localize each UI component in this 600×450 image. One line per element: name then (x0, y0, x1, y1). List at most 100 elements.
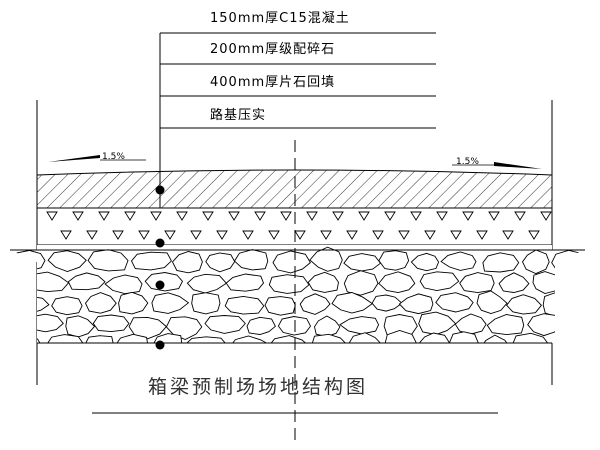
rubble-stone (10, 249, 46, 272)
gravel-triangle (60, 230, 72, 240)
rubble-stone (552, 335, 585, 343)
rubble-stone (398, 293, 434, 315)
rubble-stone (233, 249, 269, 271)
gravel-triangle (398, 230, 410, 240)
slope-left: 1.5% (48, 152, 146, 162)
gravel-triangle (488, 211, 500, 221)
rubble-stone (65, 315, 96, 338)
rubble-stone (171, 251, 203, 274)
rubble-stone (542, 291, 575, 318)
rubble-stone (587, 251, 600, 272)
gravel-triangle (358, 211, 370, 221)
rubble-stone (246, 316, 276, 335)
rubble-stone (378, 250, 410, 271)
rubble-stone (128, 316, 168, 340)
rubble-stone (486, 314, 525, 336)
gravel-triangle (280, 211, 292, 221)
rubble-stone (104, 274, 143, 295)
gravel-triangle (410, 211, 422, 221)
gravel-triangle (320, 230, 332, 240)
gravel-triangle (268, 230, 280, 240)
gravel-triangle (436, 211, 448, 221)
gravel-triangle (528, 230, 540, 240)
gravel-triangle (138, 230, 150, 240)
gravel-triangle (72, 211, 84, 221)
rubble-stone (272, 250, 311, 274)
rubble-stone (92, 314, 130, 333)
slope-arrow-left-icon (48, 155, 100, 162)
gravel-triangle (112, 230, 124, 240)
rubble-stone (144, 272, 184, 292)
gravel-triangle (384, 211, 396, 221)
gravel-triangle (164, 230, 176, 240)
leader-dot-subgrade (155, 340, 165, 350)
rubble-stone (267, 335, 311, 343)
layer-label-subgrade: 路基压实 (210, 107, 266, 123)
rubble-stone (418, 311, 457, 336)
rubble-stone (506, 294, 543, 315)
rubble-stone (186, 273, 227, 294)
diagram-caption: 箱梁预制场场地结构图 (148, 376, 368, 398)
gravel-triangle (424, 230, 436, 240)
rubble-stone (512, 332, 549, 343)
rubble-stone (481, 334, 511, 343)
rubble-stone (331, 292, 374, 314)
rubble-stone (410, 252, 440, 272)
rubble-stone (343, 270, 379, 296)
rubble-stone (559, 274, 585, 296)
rubble-stone (339, 316, 380, 335)
gravel-triangle (294, 230, 306, 240)
gravel-triangle (86, 230, 98, 240)
gravel-triangle (98, 211, 110, 221)
gravel-triangle (176, 211, 188, 221)
rubble-stone (551, 249, 585, 276)
gravel-triangle (190, 230, 202, 240)
rubble-stone (448, 331, 479, 343)
rubble-stone (532, 271, 561, 294)
rubble-stone (347, 332, 383, 343)
rubble-stone (151, 292, 190, 314)
rubble-stone (343, 253, 382, 272)
gravel-triangle (332, 211, 344, 221)
rubble-stone (184, 336, 228, 343)
rubble-stone (418, 332, 451, 343)
gravel-triangle (46, 211, 58, 221)
gravel-triangle (228, 211, 240, 221)
leader-dot-gravel (155, 238, 165, 248)
layer-label-gravel: 200mm厚级配碎石 (210, 42, 335, 57)
layer-label-rubble: 400mm厚片石回填 (210, 75, 335, 90)
gravel-triangle (216, 230, 228, 240)
rubble-stone (498, 272, 530, 293)
leader-dot-rubble (155, 280, 165, 290)
slope-right: 1.5% (452, 157, 542, 169)
rubble-stone (299, 293, 331, 315)
rubble-stone (527, 313, 562, 337)
rubble-stone (419, 271, 460, 292)
rubble-stone (204, 315, 246, 334)
rubble-stone (87, 249, 129, 272)
rubble-stone (84, 292, 117, 314)
rubble-stone (47, 250, 87, 272)
rubble-stone (224, 295, 265, 315)
gravel-triangle (150, 211, 162, 221)
rubble-stone (476, 290, 508, 314)
rubble-stone (113, 333, 149, 343)
gravel-triangle (462, 211, 474, 221)
layer-label-concrete: 150mm厚C15混凝土 (210, 10, 350, 26)
gravel-triangle (346, 230, 358, 240)
rubble-stone (482, 252, 520, 273)
rubble-stone (84, 335, 114, 343)
rubble-stone (264, 296, 296, 316)
rubble-stone (152, 333, 183, 343)
rubble-stone (307, 271, 339, 293)
rubble-stone (191, 292, 221, 315)
gravel-triangle (514, 211, 526, 221)
rubble-stone (230, 335, 272, 343)
slope-label-right: 1.5% (456, 157, 479, 167)
leader-dot-concrete (155, 185, 165, 195)
rubble-stone (205, 252, 236, 273)
rubble-stone (118, 291, 149, 315)
rubble-stone (521, 249, 550, 275)
